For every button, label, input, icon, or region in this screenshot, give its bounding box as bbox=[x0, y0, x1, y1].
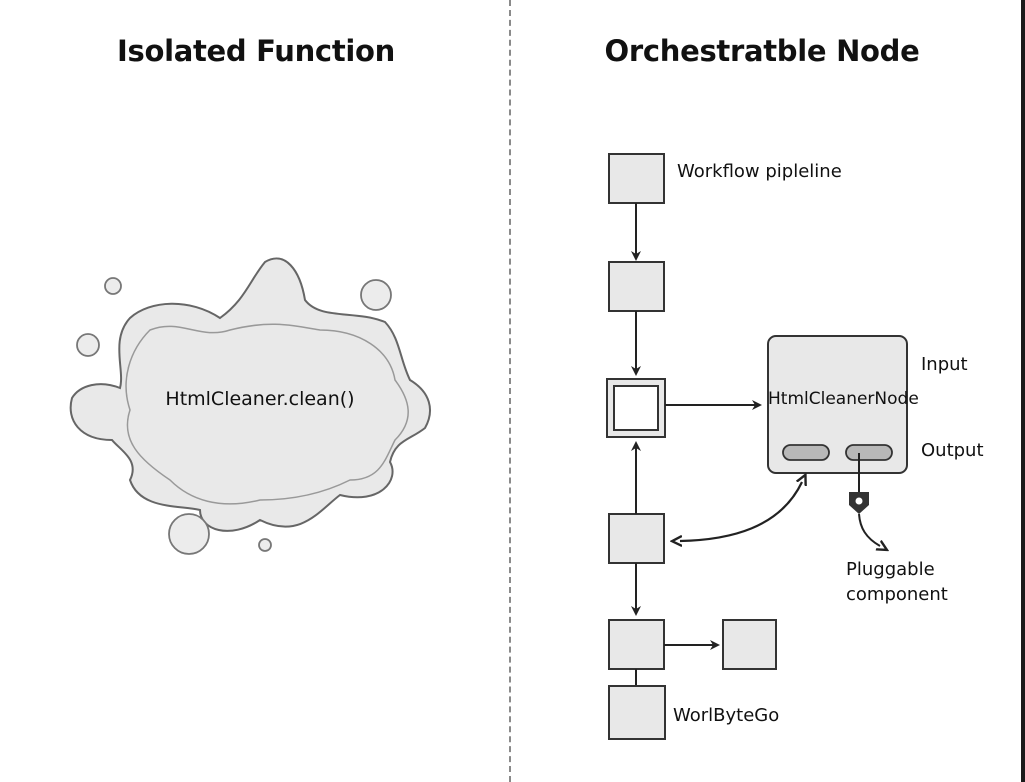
node-name: HtmlCleanerNode bbox=[768, 389, 919, 409]
blob-label: HtmlCleaner.clean() bbox=[165, 388, 354, 410]
droplet-5 bbox=[258, 538, 272, 552]
html-cleaner-node[interactable] bbox=[767, 335, 908, 474]
bottom-label: WorlByteGo bbox=[673, 705, 779, 726]
pipeline-box-4[interactable] bbox=[608, 513, 665, 564]
pipeline-box-1[interactable] bbox=[608, 153, 665, 204]
orchestratable-node-title: Orchestratble Node bbox=[604, 34, 920, 68]
pipeline-box-active-inner bbox=[613, 385, 659, 431]
droplet-1 bbox=[104, 277, 122, 295]
right-edge-border bbox=[1021, 0, 1025, 782]
pipeline-box-7[interactable] bbox=[608, 685, 666, 740]
pipeline-box-5[interactable] bbox=[608, 619, 665, 670]
splash-blob bbox=[69, 257, 431, 555]
droplet-2 bbox=[76, 333, 100, 357]
output-port[interactable] bbox=[845, 444, 893, 461]
input-label: Input bbox=[921, 354, 968, 375]
pipeline-box-6[interactable] bbox=[722, 619, 777, 670]
isolated-function-title: Isolated Function bbox=[117, 34, 395, 68]
panel-divider bbox=[509, 0, 511, 782]
droplet-3 bbox=[360, 279, 392, 311]
pipeline-label: Workflow pipleline bbox=[677, 161, 842, 182]
plugin-label-line2: component bbox=[846, 584, 948, 605]
output-label: Output bbox=[921, 440, 984, 461]
bidirectional-arrow bbox=[680, 482, 802, 541]
pipeline-box-2[interactable] bbox=[608, 261, 665, 312]
plugin-label-line1: Pluggable bbox=[846, 559, 935, 580]
droplet-4 bbox=[168, 513, 210, 555]
input-port[interactable] bbox=[782, 444, 830, 461]
plug-arrow bbox=[858, 513, 880, 546]
